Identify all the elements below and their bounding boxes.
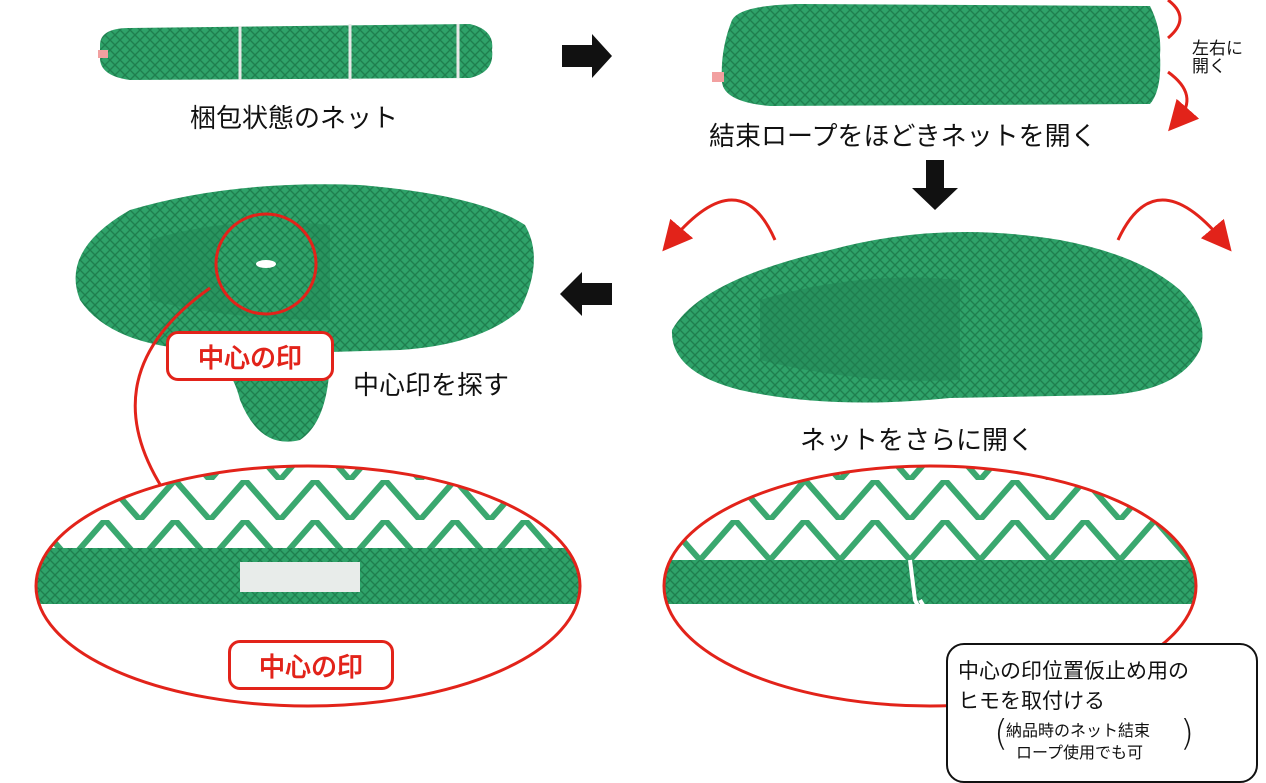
arrow-right-icon [562,34,612,78]
arrow-left-icon [560,272,612,316]
packed-net-image [98,24,493,80]
arrow-down-icon [912,160,958,210]
untied-net-image [712,4,1161,106]
open-left-right-label: 左右に 開く [1192,40,1243,76]
note-paren-left: ( [994,713,1009,754]
find-center-label: 中心印を探す [353,371,510,401]
center-mark-connector [133,286,211,521]
packed-net-label: 梱包状態のネット [190,104,399,134]
spread-arrows [662,198,1232,252]
note-line2: ヒモを取付ける [958,689,1105,713]
open-left-right-arrows [1167,0,1200,132]
open-further-label: ネットをさらに開く [800,426,1035,456]
tie-string-note: 中心の印位置仮止め用の ヒモを取付ける 納品時のネット結束 ロープ使用でも可 (… [946,643,1258,783]
note-paren-right: ) [1180,713,1195,754]
note-line1: 中心の印位置仮止め用の [958,659,1189,683]
zoom-circle [214,212,318,316]
open-left-right-line1: 左右に [1192,39,1243,59]
opened-net-image [671,232,1203,403]
center-mark-badge-top: 中心の印 [166,331,334,381]
center-search-net-image [75,184,534,442]
note-sub-line2: ロープ使用でも可 [1016,743,1144,762]
note-sub-line1: 納品時のネット結束 [1006,721,1151,740]
untie-open-label: 結束ロープをほどきネットを開く [709,122,1097,152]
center-mark-badge-bottom: 中心の印 [228,640,394,690]
open-left-right-line2: 開く [1192,57,1226,77]
